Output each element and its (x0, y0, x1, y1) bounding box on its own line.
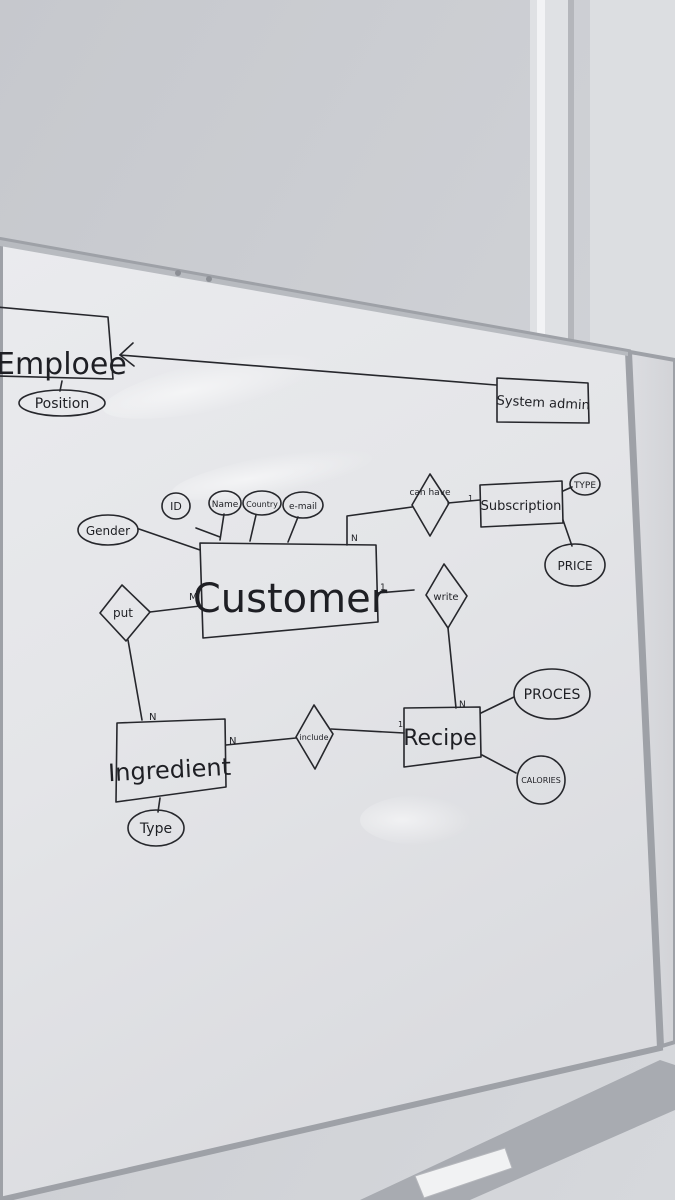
glare-2 (171, 440, 429, 500)
attribute-gender-oval (77, 514, 139, 546)
er-diagram (0, 306, 606, 847)
wall-rail-highlight (537, 0, 545, 345)
country-line (249, 514, 257, 542)
label-position: Position (35, 396, 90, 412)
label-subscription: Subscription (481, 499, 562, 514)
entity-system-admin-box (496, 377, 590, 424)
attribute-type-subscription-oval (569, 472, 601, 496)
attribute-email-oval (282, 491, 324, 519)
label-id: ID (170, 500, 182, 513)
label-type-subscription: TYPE (573, 481, 596, 491)
entity-customer-box (199, 542, 379, 639)
arrow-head (119, 342, 135, 367)
attribute-price-oval (544, 543, 606, 587)
admin-employee-line (119, 354, 497, 386)
id-line (195, 527, 221, 538)
include-recipe-line (330, 728, 405, 734)
email-line (287, 516, 299, 543)
relationship-can-have-diamond (411, 473, 450, 537)
put-ingredient-line (127, 639, 143, 721)
attribute-type-ingredient-oval (127, 809, 185, 847)
label-ingredient: Ingredient (107, 753, 231, 787)
customer-put-line (149, 605, 201, 613)
label-calories: CALORIES (521, 776, 561, 785)
label-put: put (113, 606, 133, 620)
label-gender: Gender (86, 524, 130, 538)
attribute-proces-oval (513, 668, 591, 720)
card-customer-can-have: N (351, 534, 358, 544)
card-customer-put: M (189, 592, 198, 603)
card-customer-write: 1 (380, 583, 386, 593)
relationship-include-diamond (295, 704, 334, 770)
marker-tray (360, 1060, 675, 1200)
name-line (219, 513, 225, 541)
glare-1 (102, 341, 378, 419)
canhave-subscription-line (447, 499, 481, 504)
label-write: write (433, 592, 458, 603)
card-ingredient-put: N (149, 712, 156, 723)
label-can-have: can have (409, 488, 451, 498)
label-employee: Emploee (0, 347, 127, 382)
ingredient-include-line (225, 737, 297, 746)
rail-screw-2 (206, 276, 212, 282)
eraser (414, 1147, 513, 1199)
label-include: include (300, 733, 329, 742)
attribute-id-oval (161, 492, 191, 520)
recipe-proces-line (480, 696, 515, 714)
label-name: Name (212, 500, 239, 510)
whiteboard-panel (0, 236, 664, 1200)
wall-rail-shadow (568, 0, 574, 345)
customer-write-line (376, 589, 415, 594)
whiteboard-panel-right (627, 349, 675, 1049)
label-email: e-mail (289, 502, 317, 512)
card-recipe-include: 1 (398, 720, 403, 729)
label-customer: Customer (193, 576, 388, 622)
card-ingredient-include: N (229, 736, 236, 747)
subscription-price-line (562, 519, 573, 547)
card-subscription-can-have: 1 (468, 494, 473, 503)
attribute-name-oval (208, 490, 242, 516)
label-proces: PROCES (524, 687, 581, 703)
attribute-calories-oval (516, 755, 566, 805)
card-recipe-write: N (459, 700, 466, 710)
wall-right-section (590, 0, 675, 360)
gender-line (138, 528, 201, 551)
glare-3 (360, 794, 500, 846)
rail-screw-1 (175, 270, 181, 276)
entity-employee-box (0, 306, 114, 380)
label-country: Country (246, 500, 278, 509)
whiteboard-top-rail (0, 240, 628, 356)
entity-subscription-box (479, 480, 564, 528)
relationship-write-diamond (425, 563, 468, 629)
attribute-country-oval (242, 490, 282, 516)
relationship-put-diamond (99, 584, 151, 642)
entity-recipe-box (403, 706, 482, 768)
label-price: PRICE (557, 559, 592, 573)
attribute-position-oval (18, 389, 106, 417)
wall-rail (530, 0, 574, 345)
entity-ingredient-box (115, 718, 227, 803)
customer-canhave-line (346, 506, 413, 546)
write-recipe-line (447, 627, 457, 709)
label-recipe: Recipe (403, 726, 477, 751)
label-system-admin: System admin (496, 394, 590, 414)
recipe-calories-line (481, 754, 517, 774)
label-type-ingredient: Type (139, 821, 172, 837)
